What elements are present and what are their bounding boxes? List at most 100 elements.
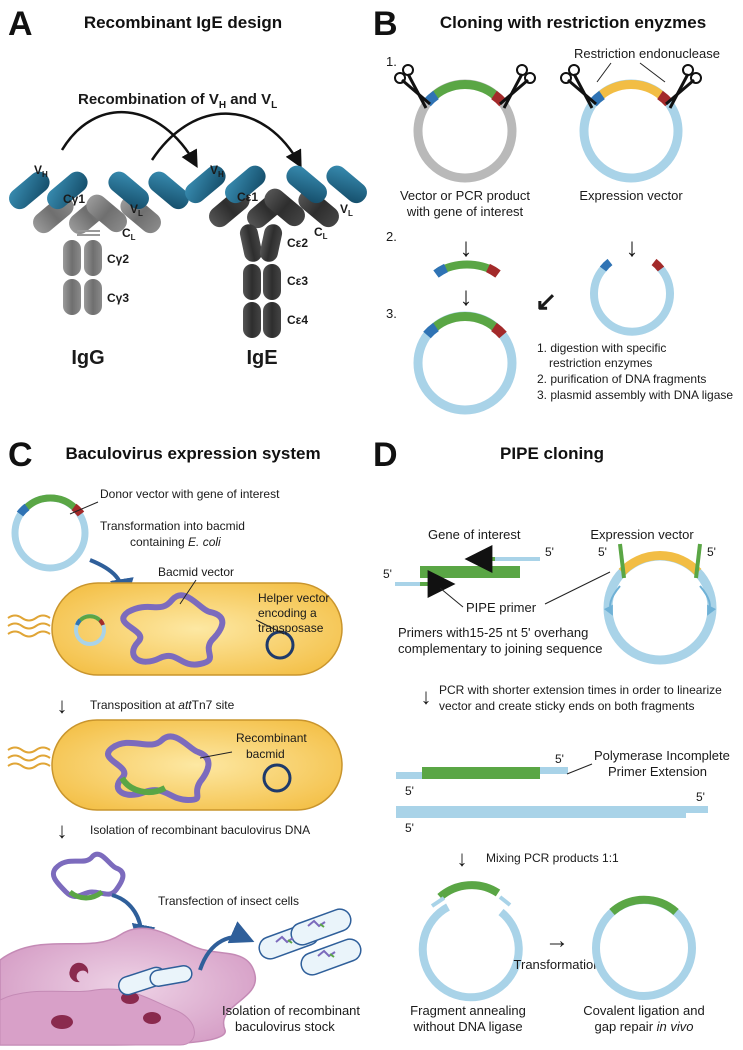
ige-c1-label: Cε1 [237, 190, 258, 204]
legend-line-2: restriction enzymes [549, 356, 652, 370]
scissors-icon [394, 64, 431, 109]
legend-line-3: 2. purification of DNA fragments [537, 372, 706, 386]
panel-d-title: PIPE cloning [500, 444, 604, 463]
isolation-stock-arrow [198, 921, 255, 971]
ecoli-label: containing E. coli [130, 535, 221, 549]
pipe-full-label-1: Polymerase Incomplete [594, 748, 730, 763]
annealed-fragments [418, 881, 523, 1002]
panel-b-legend: 1. digestion with specific restriction e… [537, 341, 733, 402]
down-arrow-icon: ↓ [421, 684, 432, 709]
ige-c3-label: Cε3 [287, 274, 308, 288]
recombination-label: Recombination of VH and VL [78, 91, 277, 111]
panel-c: C Baculovirus expression system Donor ve… [0, 436, 362, 1046]
bacterium-1 [7, 582, 343, 676]
stock-label-1: Isolation of recombinant [222, 1003, 360, 1018]
down-arrow-icon: ↓ [57, 693, 68, 718]
five-prime-label: 5' [383, 567, 392, 581]
igg-antibody [9, 171, 189, 315]
recombination-arrow-2 [150, 112, 302, 169]
igg-c2-label: Cγ2 [107, 252, 129, 266]
ige-antibody [185, 165, 367, 338]
down-arrow-icon: ↓ [460, 281, 473, 311]
gene-fragment [433, 260, 501, 278]
donor-vector-label: Donor vector with gene of interest [100, 487, 280, 501]
pipe-primer-label: PIPE primer [466, 600, 537, 615]
diagonal-arrow-icon: ↙ [535, 286, 557, 316]
right-arrow-icon: → [545, 927, 569, 954]
down-arrow-icon: ↓ [57, 818, 68, 843]
igg-vl-label: VL [130, 202, 143, 218]
igg-c1-label: Cγ1 [63, 192, 85, 206]
five-prime-label: 5' [555, 752, 564, 766]
step-1-label: 1. [386, 54, 397, 69]
pipe-full-label-2: Primer Extension [608, 764, 707, 779]
final-plasmid [592, 895, 696, 1000]
annealing-label-1: Fragment annealing [410, 1003, 526, 1018]
ige-c2-label: Cε2 [287, 236, 308, 250]
bacterium-2 [7, 719, 343, 811]
legend-line-4: 3. plasmid assembly with DNA ligase [537, 388, 733, 402]
panel-d-letter: D [373, 436, 398, 474]
panel-a: A Recombinant IgE design Recombination o… [8, 5, 367, 369]
helper-label-2: encoding a [258, 606, 317, 620]
annealing-label-2: without DNA ligase [412, 1019, 522, 1034]
linearized-expression-vector [590, 258, 674, 336]
igg-vh-label: VH [34, 163, 48, 179]
expression-vector-plasmid [579, 79, 683, 183]
five-prime-label: 5' [405, 821, 414, 835]
grey-vector-plasmid [413, 79, 517, 183]
five-prime-label: 5' [598, 545, 607, 559]
down-arrow-icon: ↓ [457, 846, 468, 871]
panel-a-letter: A [8, 5, 33, 43]
panel-a-title: Recombinant IgE design [84, 13, 282, 32]
ige-name: IgE [246, 347, 277, 369]
transformation-label: Transformation into bacmid [100, 519, 245, 533]
panel-d: D PIPE cloning Gene of interest Expressi… [373, 436, 730, 1034]
recombinant-bacmid-label-1: Recombinant [236, 731, 307, 745]
transfection-label: Transfection of insect cells [158, 894, 299, 908]
pcr-label-1: PCR with shorter extension times in orde… [439, 683, 722, 697]
panel-b: B Cloning with restriction enyzmes 1. Re… [373, 5, 733, 415]
igg-name: IgG [71, 347, 104, 369]
primers-label-2: complementary to joining sequence [398, 641, 603, 656]
scissors-icon [560, 64, 597, 109]
ige-c4-label: Cε4 [287, 313, 308, 327]
panel-b-title: Cloning with restriction enyzmes [440, 13, 706, 32]
transformation-label-d: Transformation [514, 957, 601, 972]
ige-vh-label: VH [210, 163, 224, 179]
recombinant-bacmid-label-2: bacmid [246, 747, 285, 761]
panel-b-letter: B [373, 5, 398, 43]
bacmid-vector-shape [120, 592, 226, 668]
panel-c-title: Baculovirus expression system [65, 444, 320, 463]
ige-cl-label: CL [314, 225, 328, 241]
legend-line-1: 1. digestion with specific [537, 341, 666, 355]
primers-label-1: Primers with15-25 nt 5' overhang [398, 625, 588, 640]
restriction-endonuclease-label: Restriction endonuclease [574, 46, 720, 61]
helper-label-1: Helper vector [258, 591, 329, 605]
pcr-products [396, 767, 708, 818]
mixing-label: Mixing PCR products 1:1 [486, 851, 619, 865]
ligation-label-1: Covalent ligation and [583, 1003, 704, 1018]
step-2-label: 2. [386, 229, 397, 244]
gene-with-primers [395, 545, 540, 598]
baculovirus-dna-shape [51, 851, 126, 899]
expression-vector-label: Expression vector [579, 188, 683, 203]
stock-label-2: baculovirus stock [235, 1019, 335, 1034]
down-arrow-icon: ↓ [460, 232, 473, 262]
five-prime-label: 5' [545, 545, 554, 559]
five-prime-label: 5' [707, 545, 716, 559]
isolation-dna-label: Isolation of recombinant baculovirus DNA [90, 823, 310, 837]
panel-c-letter: C [8, 436, 33, 474]
igg-c3-label: Cγ3 [107, 291, 129, 305]
assembled-plasmid [413, 311, 517, 415]
ligation-label-2: gap repair in vivo [594, 1019, 693, 1034]
helper-label-3: transposase [258, 621, 324, 635]
vector-label-line-2: with gene of interest [406, 204, 524, 219]
scissors-icon [665, 64, 702, 109]
pipe-expression-vector [603, 543, 717, 665]
igg-cl-label: CL [122, 226, 136, 242]
bacmid-vector-label: Bacmid vector [158, 565, 234, 579]
scissors-icon [499, 64, 536, 109]
down-arrow-icon: ↓ [626, 232, 639, 262]
